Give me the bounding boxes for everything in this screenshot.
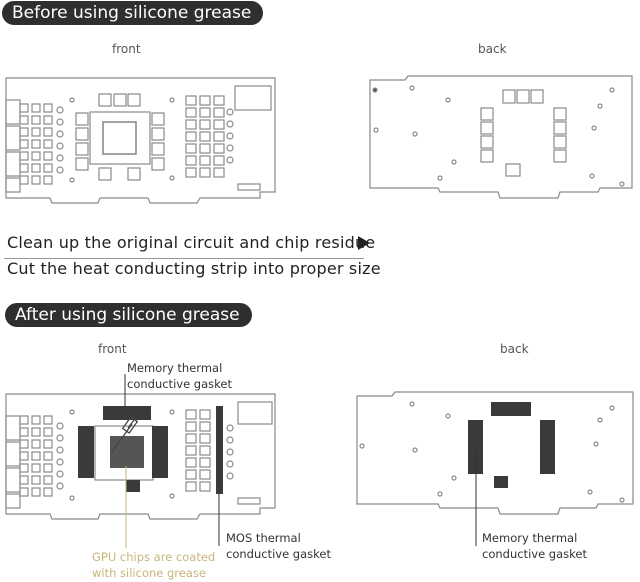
memory-pad-left bbox=[78, 426, 94, 478]
memory-gasket-back-label: Memory thermal conductive gasket bbox=[482, 531, 587, 561]
after-section-title: After using silicone grease bbox=[5, 303, 252, 327]
play-arrow-icon bbox=[358, 236, 370, 250]
memory-gasket-front-label: Memory thermal conductive gasket bbox=[127, 361, 232, 391]
back-memory-pad-left bbox=[468, 420, 483, 474]
before-back-board bbox=[369, 75, 633, 199]
leader-lines bbox=[124, 374, 477, 548]
step-clean: Clean up the original circuit and chip r… bbox=[7, 233, 376, 252]
after-back-pads bbox=[468, 402, 555, 488]
syringe-icon bbox=[111, 416, 139, 453]
mos-pad-strip bbox=[216, 406, 223, 494]
after-front-pads bbox=[78, 406, 223, 494]
back-memory-pad-bottom bbox=[494, 476, 508, 488]
step-cut: Cut the heat conducting strip into prope… bbox=[7, 259, 381, 278]
after-back-board bbox=[356, 391, 634, 515]
memory-pad-right bbox=[152, 426, 168, 478]
memory-pad-top bbox=[103, 406, 151, 420]
after-front-board bbox=[5, 393, 276, 520]
before-front-label: front bbox=[112, 42, 141, 56]
after-back-label: back bbox=[500, 342, 529, 356]
step-divider bbox=[4, 258, 364, 259]
before-section-title: Before using silicone grease bbox=[2, 1, 264, 25]
before-front-board bbox=[5, 77, 276, 204]
mos-gasket-label: MOS thermal conductive gasket bbox=[226, 531, 331, 561]
before-back-label: back bbox=[478, 42, 507, 56]
gpu-grease-label: GPU chips are coated with silicone greas… bbox=[92, 550, 216, 580]
back-memory-pad-top bbox=[491, 402, 531, 416]
memory-pad-bottom bbox=[126, 480, 140, 492]
after-front-label: front bbox=[98, 342, 127, 356]
gpu-grease bbox=[110, 436, 144, 468]
back-memory-pad-right bbox=[540, 420, 555, 474]
